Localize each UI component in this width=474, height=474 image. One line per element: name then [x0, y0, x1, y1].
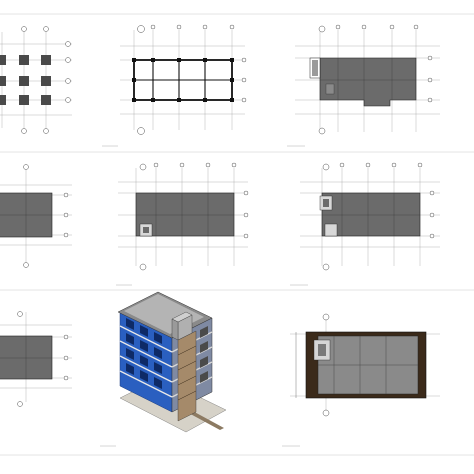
foundation-plan — [0, 26, 72, 134]
floor-plan-level-1 — [287, 24, 440, 147]
roof-plan — [282, 313, 440, 447]
floor-plan-level-4 — [290, 162, 440, 286]
frame-plan — [102, 24, 247, 147]
sheet-dividers — [0, 13, 474, 456]
isometric-building-view — [100, 291, 227, 447]
floor-plan-level-2 — [0, 164, 72, 268]
floor-plan-level-3 — [116, 162, 249, 286]
floor-plan-level-5 — [0, 311, 72, 407]
